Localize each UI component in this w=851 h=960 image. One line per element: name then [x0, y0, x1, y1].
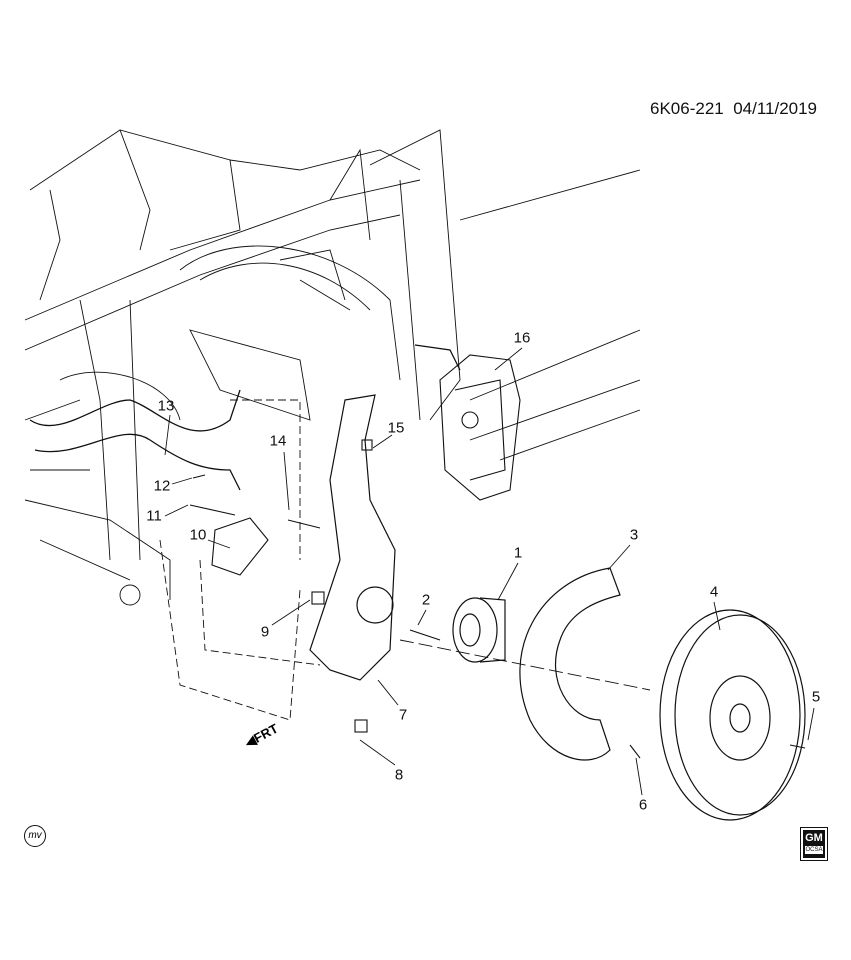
wiring-harness-13	[29, 389, 241, 491]
gm-logo: GM OCSA	[800, 827, 828, 861]
splash-shield-3	[519, 567, 621, 761]
callout-6: 6	[638, 796, 648, 814]
diagram-header: 6K06-221 04/11/2019	[650, 99, 817, 119]
callout-12: 12	[153, 477, 171, 495]
callout-5: 5	[811, 688, 821, 706]
leader-lines	[159, 347, 815, 796]
callout-7: 7	[398, 706, 408, 724]
mv-logo: mv	[24, 825, 46, 847]
steering-knuckle-7	[309, 394, 396, 681]
callout-16: 16	[513, 329, 531, 347]
wheel-hub-1	[452, 597, 506, 663]
brake-hose-16	[414, 344, 461, 371]
callout-13: 13	[157, 397, 175, 415]
brake-rotor-4	[659, 609, 806, 821]
vehicle-body-structure	[24, 129, 641, 606]
gm-logo-text: GM	[805, 832, 823, 844]
diagram-date: 04/11/2019	[733, 99, 818, 118]
fasteners	[189, 439, 806, 759]
callout-11: 11	[146, 507, 162, 525]
callout-9: 9	[260, 623, 270, 641]
caliper-16	[439, 354, 521, 501]
callout-4: 4	[709, 583, 719, 601]
callout-2: 2	[421, 591, 431, 609]
callout-14: 14	[269, 432, 287, 450]
callout-8: 8	[394, 766, 404, 784]
callout-1: 1	[513, 544, 523, 562]
diagram-id: 6K06-221	[650, 99, 724, 118]
callout-15: 15	[387, 419, 405, 437]
gm-logo-sub: OCSA	[805, 846, 823, 854]
callout-3: 3	[629, 526, 639, 544]
callout-10: 10	[189, 526, 207, 544]
